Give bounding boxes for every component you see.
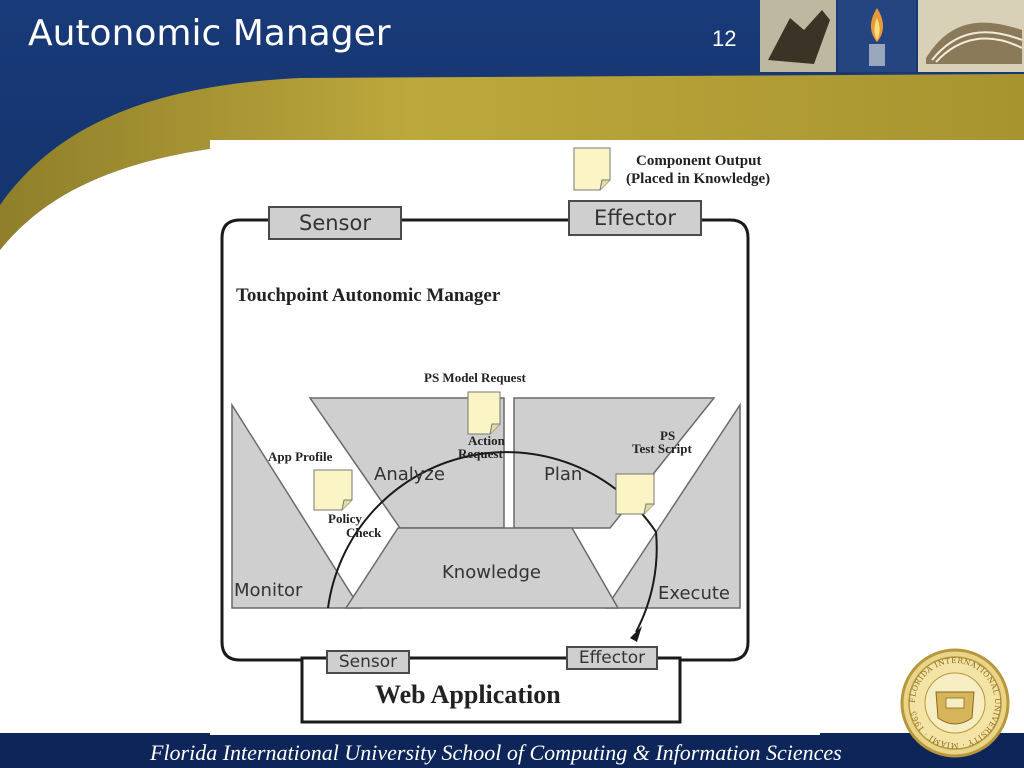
- top-sensor-box: Sensor: [268, 206, 402, 240]
- monitor-label: Monitor: [234, 580, 303, 601]
- note-icon: [615, 473, 655, 515]
- analyze-label: Analyze: [374, 464, 445, 485]
- policy-check-label-1: Policy: [328, 511, 362, 526]
- plan-label: Plan: [544, 464, 583, 485]
- ps-test-label-2: Test Script: [632, 441, 692, 456]
- ps-test-label-1: PS: [660, 428, 676, 443]
- app-profile-label: App Profile: [268, 449, 333, 464]
- knowledge-label: Knowledge: [442, 562, 541, 583]
- note-icon: [313, 469, 353, 511]
- note-icon: [573, 147, 611, 191]
- header-photo-strip: [760, 0, 1024, 72]
- bottom-sensor-box: Sensor: [326, 650, 410, 674]
- execute-label: Execute: [658, 583, 730, 604]
- legend-line-2: (Placed in Knowledge): [626, 171, 771, 187]
- footer-text: Florida International University School …: [150, 740, 842, 765]
- note-icon: [467, 391, 501, 435]
- top-effector-box: Effector: [568, 200, 702, 236]
- manager-boundary: [220, 218, 750, 662]
- monitor-shape: [231, 402, 362, 609]
- ps-model-request-label: PS Model Request: [424, 370, 526, 385]
- policy-check-label-2: Check: [346, 525, 382, 540]
- slide-title: Autonomic Manager: [28, 13, 391, 54]
- bottom-effector-box: Effector: [566, 646, 658, 670]
- manager-title: Touchpoint Autonomic Manager: [236, 285, 501, 306]
- control-loop-arc: [327, 451, 658, 633]
- diagram: Component Output (Placed in Knowledge) S…: [210, 140, 820, 735]
- action-request-label-1: Action: [468, 433, 505, 448]
- slide-number: 12: [712, 26, 737, 51]
- web-application-label: Web Application: [375, 680, 561, 709]
- university-seal: FLORIDA INTERNATIONAL UNIVERSITY · MIAMI…: [900, 648, 1010, 758]
- arrowhead: [630, 626, 642, 642]
- knowledge-shape: [344, 527, 620, 609]
- legend-line-1: Component Output: [636, 153, 762, 169]
- execute-shape: [604, 402, 741, 609]
- action-request-label-2: Request: [458, 446, 503, 461]
- plan-shape: [513, 397, 716, 529]
